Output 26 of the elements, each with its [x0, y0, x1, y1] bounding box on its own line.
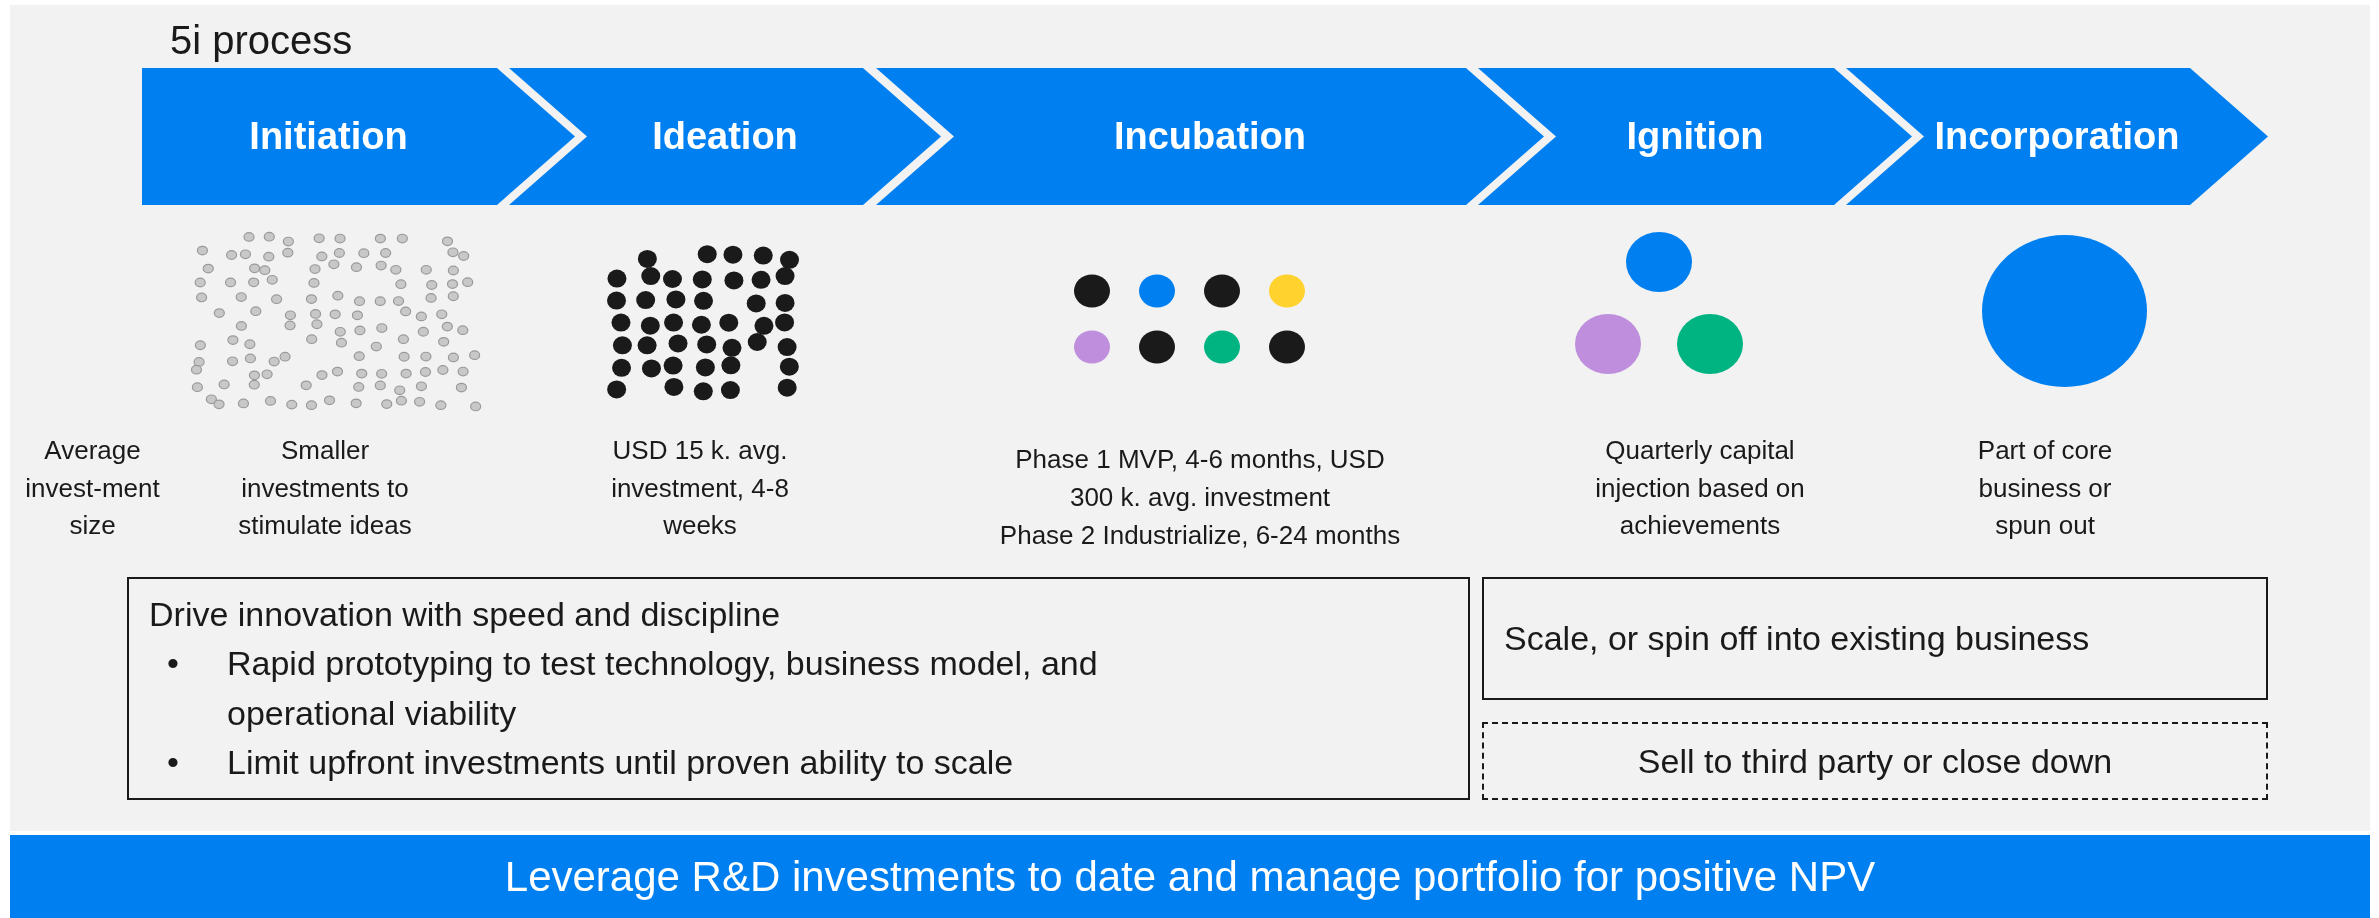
caption-text: Part of core business or spun out — [1976, 434, 2114, 543]
caption-text: Average invest-ment size — [25, 434, 160, 543]
caption-text: Phase 1 MVP, 4-6 months, USD 300 k. avg. investment — [1014, 443, 1386, 514]
caption-text: USD 15 k. avg. investment, 4-8 weeks — [610, 434, 790, 543]
caption-text: Smaller investments to stimulate ideas — [237, 434, 413, 543]
step-title: Ignition — [1626, 115, 1764, 158]
chevron-step — [142, 68, 575, 205]
step-title: Incorporation — [1934, 115, 2180, 158]
box-text: Scale, or spin off into existing business — [1504, 619, 2091, 658]
banner — [10, 835, 2370, 918]
step-title: Initiation — [249, 115, 408, 158]
caption-text: Phase 2 Industrialize, 6-24 months — [998, 519, 1402, 552]
bullet-item: Rapid prototyping to test technology, business model, and operational viability — [227, 643, 1099, 734]
box-text: Sell to third party or close down — [1636, 741, 2114, 781]
step-title: Ideation — [652, 115, 798, 158]
text-box — [127, 577, 1470, 800]
diagram-title: 5i process — [170, 18, 353, 63]
bullet-item: Limit upfront investments until proven ability to scale — [227, 741, 1015, 783]
dashed-box — [1482, 722, 2268, 800]
caption-text: Quarterly capital injection based on achievements — [1594, 434, 1806, 543]
bullet-mark: • — [167, 741, 179, 783]
text-box — [1482, 577, 2268, 700]
box-heading: Drive innovation with speed and discipline — [149, 593, 782, 635]
bullet-mark: • — [167, 643, 179, 685]
banner-text: Leverage R&D investments to date and manage portfolio for positive NPV — [504, 852, 1876, 901]
step-title: Incubation — [1113, 115, 1307, 158]
